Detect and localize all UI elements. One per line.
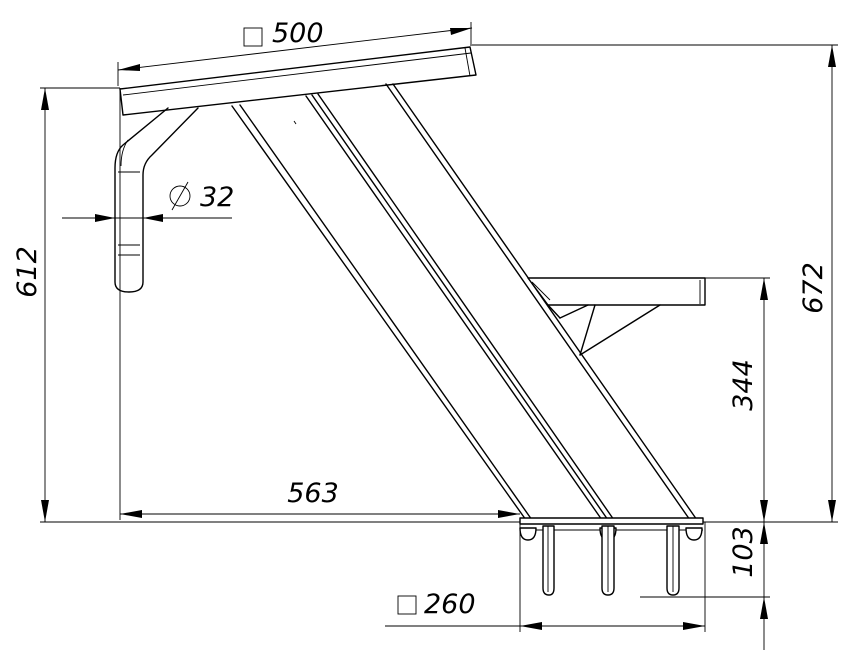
dim-tube-diameter-value: 32 bbox=[200, 182, 234, 213]
dimension-260: 260 bbox=[385, 589, 705, 630]
dimension-32: 32 bbox=[62, 181, 234, 222]
dimension-563: 563 bbox=[120, 478, 520, 518]
extension-lines bbox=[40, 44, 838, 632]
dim-base-height-value: 103 bbox=[728, 526, 759, 578]
dim-step-height-value: 344 bbox=[728, 359, 759, 411]
dim-handle-height-value: 612 bbox=[12, 246, 43, 298]
dim-top-bar-value: 500 bbox=[272, 18, 324, 49]
dimension-103: 103 bbox=[728, 522, 768, 650]
dim-horizontal-length-value: 563 bbox=[287, 478, 339, 509]
handle-tube bbox=[114, 107, 199, 293]
diameter-symbol bbox=[169, 185, 191, 207]
square-symbol bbox=[243, 27, 263, 47]
dim-total-height-value: 672 bbox=[798, 262, 829, 314]
dimension-612: 612 bbox=[12, 88, 49, 522]
base-assembly bbox=[519, 517, 704, 596]
top-bar bbox=[119, 46, 477, 116]
dimension-344: 344 bbox=[728, 278, 768, 522]
main-stringers bbox=[231, 83, 698, 521]
dim-base-size-value: 260 bbox=[424, 589, 476, 620]
square-symbol bbox=[397, 595, 417, 615]
dimension-672: 672 bbox=[798, 45, 836, 522]
step-platform bbox=[527, 277, 706, 356]
dimension-500: 500 bbox=[117, 18, 473, 86]
